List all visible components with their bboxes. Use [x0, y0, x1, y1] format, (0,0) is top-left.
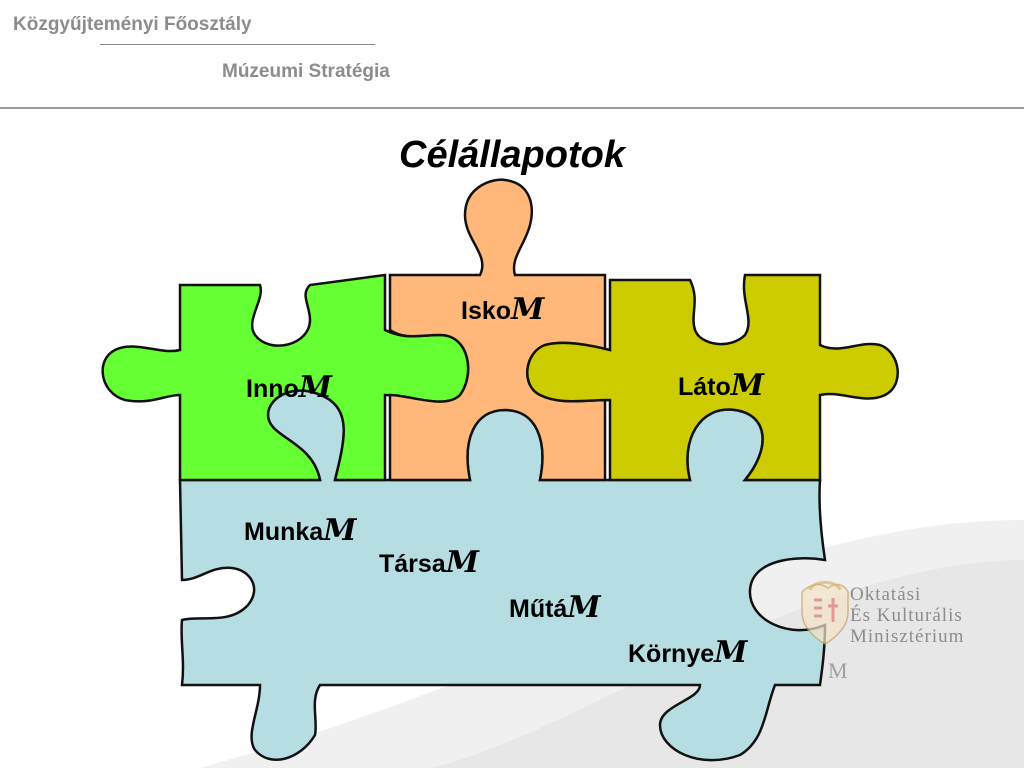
puzzle-piece-innom: [101, 273, 470, 482]
ministry-crest-icon: [801, 581, 849, 645]
label-kornyem: KörnyeM: [628, 635, 748, 670]
label-innom: InnoM: [246, 370, 332, 405]
puzzle-piece-latom: [526, 273, 899, 482]
department-title: Közgyűjteményi Főosztály: [13, 14, 252, 35]
label-munkam: MunkaM: [244, 513, 357, 548]
header-underline: [100, 44, 375, 45]
slide-title: Célállapotok: [399, 134, 625, 176]
header-divider: [0, 107, 1024, 109]
ministry-abbrev: M: [828, 658, 848, 683]
label-tarsam: TársaM: [379, 545, 479, 580]
ministry-name: Oktatási És Kulturális Minisztérium: [850, 584, 965, 647]
label-latom: LátoM: [678, 368, 764, 403]
label-iskom: IskoM: [461, 292, 545, 327]
strategy-subtitle: Múzeumi Stratégia: [222, 61, 390, 82]
label-mutam: MűtáM: [509, 590, 601, 625]
